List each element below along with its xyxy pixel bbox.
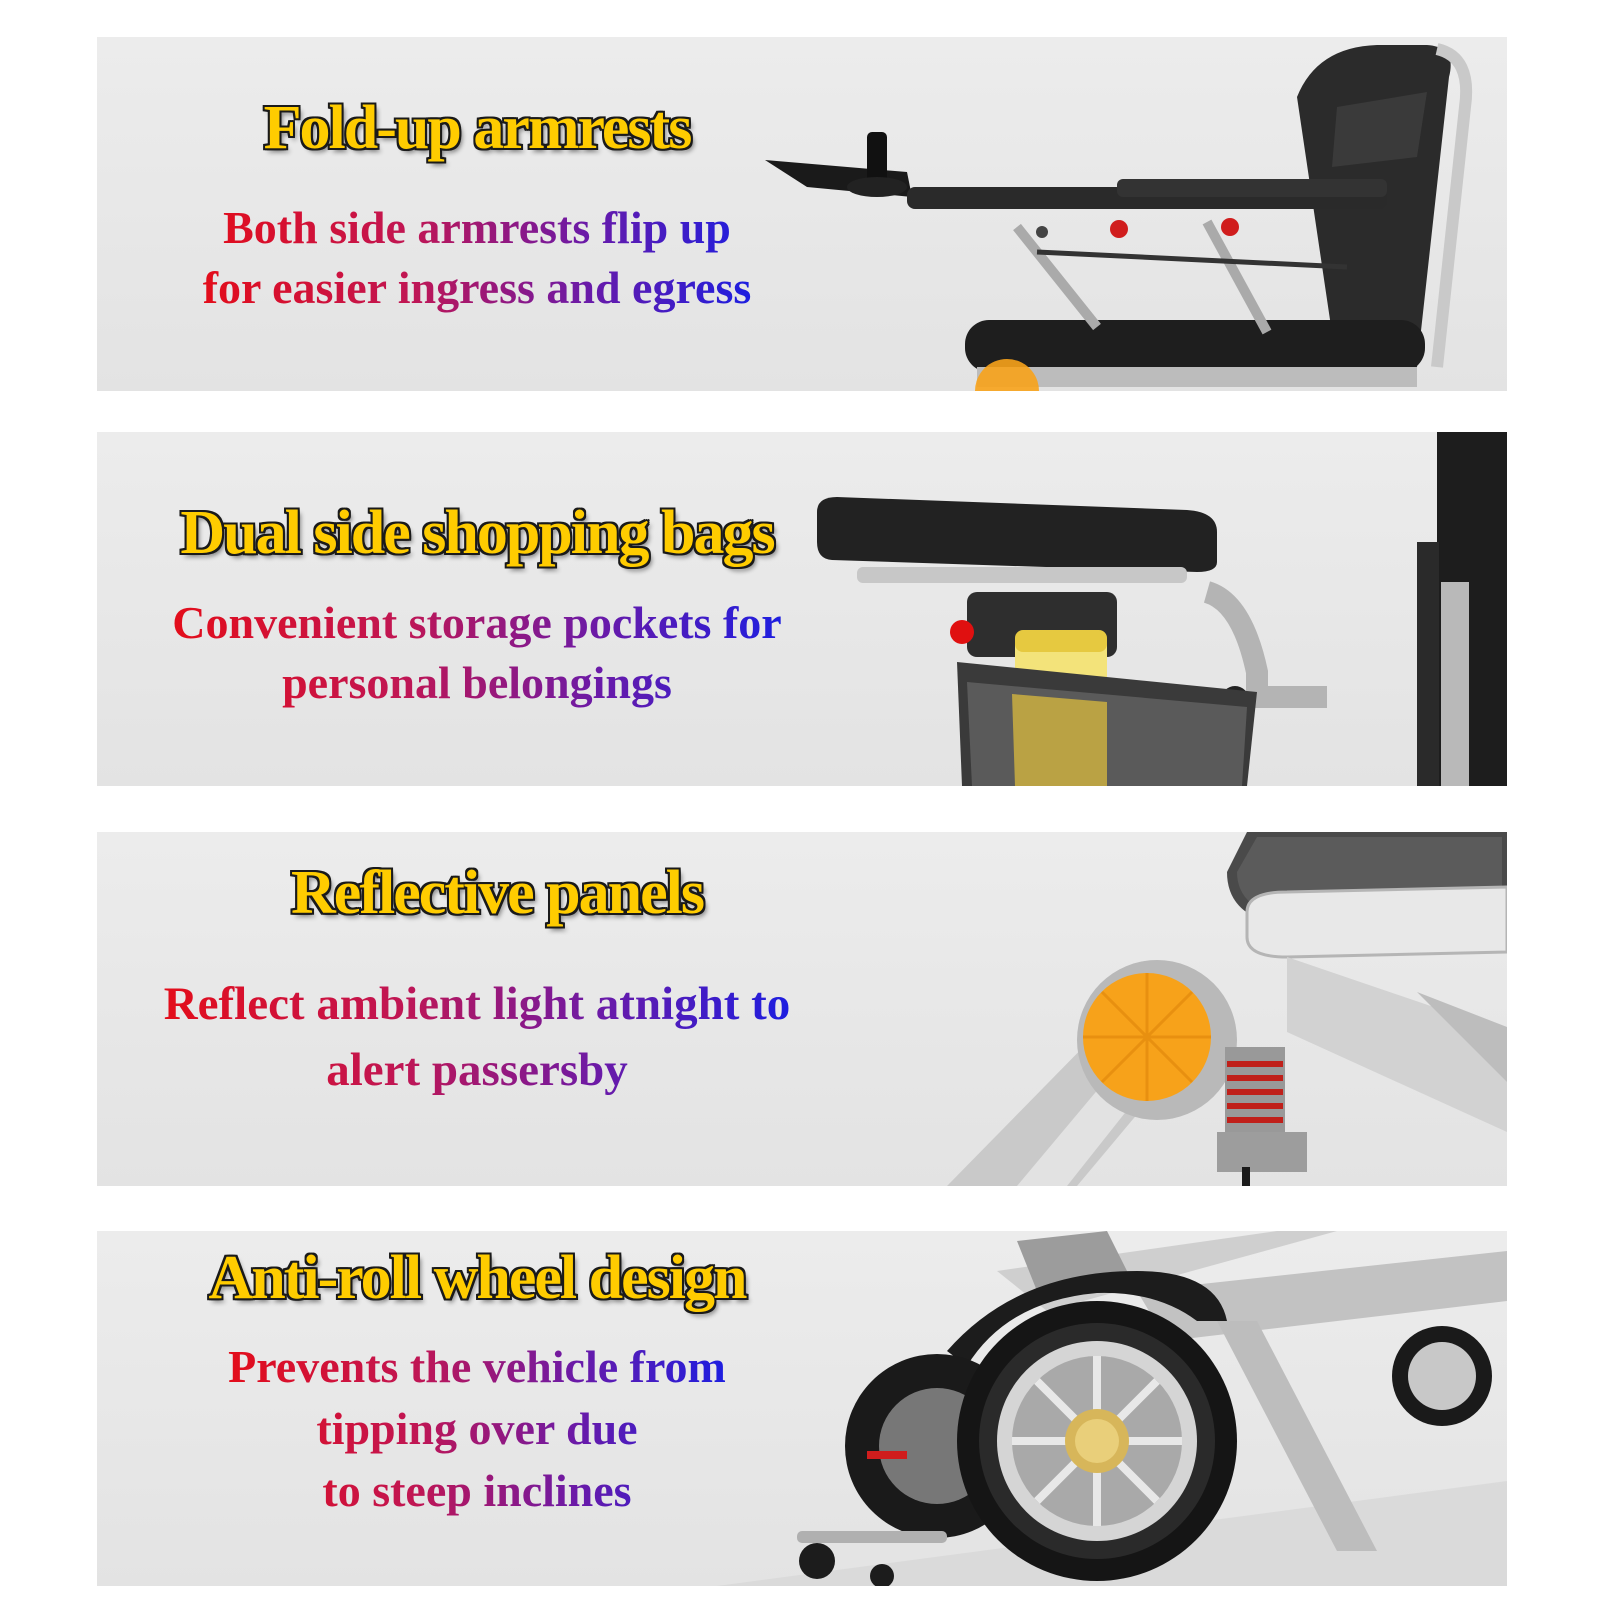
feature-title: Dual side shopping bags [180,499,775,567]
feature-text: Fold-up armrests Both side armrests flip… [97,37,857,391]
description-line: for easier ingress and egress [202,262,752,313]
feature-title: Reflective panels [291,859,705,927]
feature-title: Fold-up armrests [263,94,693,162]
description-line: Convenient storage pockets for [172,597,782,648]
description-line: tipping over due [316,1403,638,1454]
description-line: to steep inclines [322,1465,632,1516]
feature-panel-anti-roll-wheel: Anti-roll wheel design Prevents the vehi… [97,1231,1507,1586]
description-line: personal belongings [282,657,672,708]
feature-description: Convenient storage pockets for personal … [172,593,781,713]
feature-text: Dual side shopping bags Convenient stora… [97,432,857,786]
feature-title: Anti-roll wheel design [208,1244,748,1312]
description-line: Both side armrests flip up [223,202,731,253]
feature-description: Reflect ambient light atnight to alert p… [164,971,791,1103]
wheelchair-seat-armrests-image [765,43,1473,391]
feature-panel-reflective-panels: Reflective panels Reflect ambient light … [97,832,1507,1186]
rear-wheel-anti-tip-image [717,1231,1507,1586]
feature-panel-fold-up-armrests: Fold-up armrests Both side armrests flip… [97,37,1507,391]
feature-panel-shopping-bags: Dual side shopping bags Convenient stora… [97,432,1507,786]
armrest-storage-basket-image [817,432,1507,786]
feature-description: Both side armrests flip up for easier in… [203,198,752,318]
feature-text: Reflective panels Reflect ambient light … [97,832,857,1186]
feature-description: Prevents the vehicle from tipping over d… [228,1336,726,1522]
feature-text: Anti-roll wheel design Prevents the vehi… [97,1231,857,1586]
description-line: alert passersby [326,1044,628,1096]
orange-reflector-suspension-image [947,832,1507,1186]
description-line: Prevents the vehicle from [228,1341,726,1392]
description-line: Reflect ambient light atnight to [163,978,791,1030]
